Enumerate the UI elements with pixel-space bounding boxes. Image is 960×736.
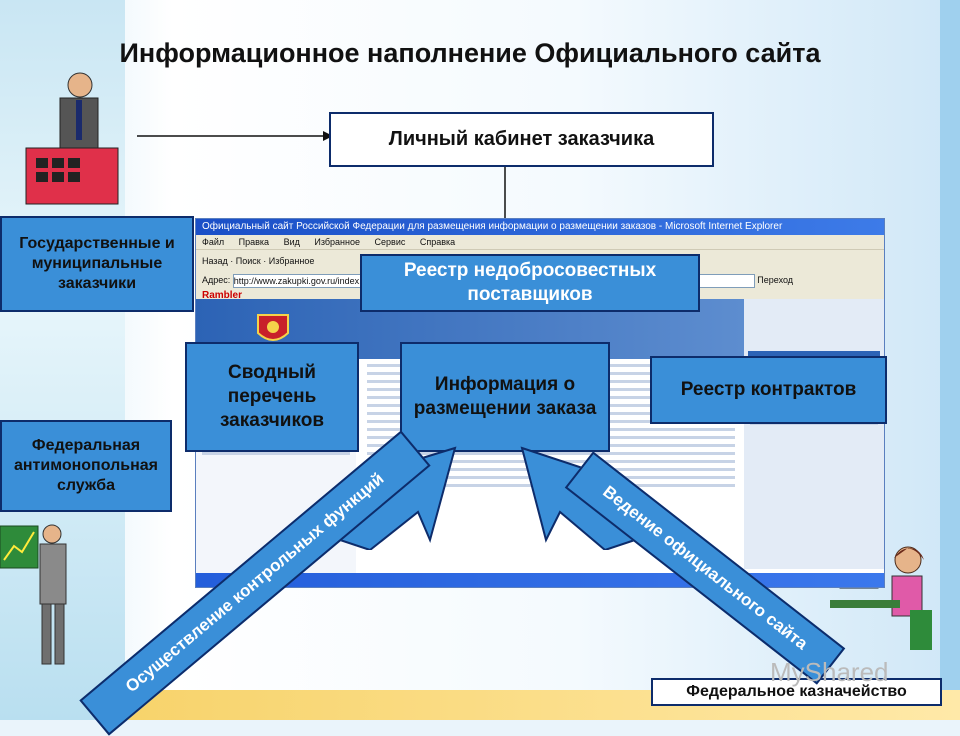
site-right-column xyxy=(744,299,884,569)
state-customers-box: Государственные и муниципальные заказчик… xyxy=(0,216,194,312)
treasury-box: Федеральное казначейство xyxy=(651,678,942,706)
right-decor-band xyxy=(940,0,960,720)
browser-titlebar: Официальный сайт Российской Федерации дл… xyxy=(196,219,884,235)
menu-item[interactable]: Справка xyxy=(419,237,456,247)
order-info-box: Информация о размещении заказа xyxy=(400,342,610,452)
businessman-icon xyxy=(25,72,119,205)
cabinet-box: Личный кабинет заказчика xyxy=(329,112,714,167)
address-label: Адрес: xyxy=(202,275,231,285)
presenter-icon xyxy=(0,524,67,665)
menu-item[interactable]: Файл xyxy=(202,237,225,247)
menu-item[interactable]: Правка xyxy=(238,237,270,247)
slide-title: Информационное наполнение Официального с… xyxy=(119,38,821,68)
arrow-to-cabinet xyxy=(137,131,333,141)
customer-list-box: Сводный перечень заказчиков xyxy=(185,342,359,452)
browser-menu: Файл Правка Вид Избранное Сервис Справка xyxy=(196,235,884,249)
menu-item[interactable]: Избранное xyxy=(314,237,361,247)
watermark: MyShared xyxy=(770,657,889,687)
go-button[interactable]: Переход xyxy=(757,275,794,285)
fas-box: Федеральная антимонопольная служба xyxy=(0,420,172,512)
contracts-registry-box: Реестр контрактов xyxy=(650,356,887,424)
coat-of-arms-icon xyxy=(257,314,289,341)
menu-item[interactable]: Вид xyxy=(283,237,300,247)
registry-unfair-box: Реестр недобросовестных поставщиков xyxy=(360,254,700,312)
menu-item[interactable]: Сервис xyxy=(374,237,406,247)
